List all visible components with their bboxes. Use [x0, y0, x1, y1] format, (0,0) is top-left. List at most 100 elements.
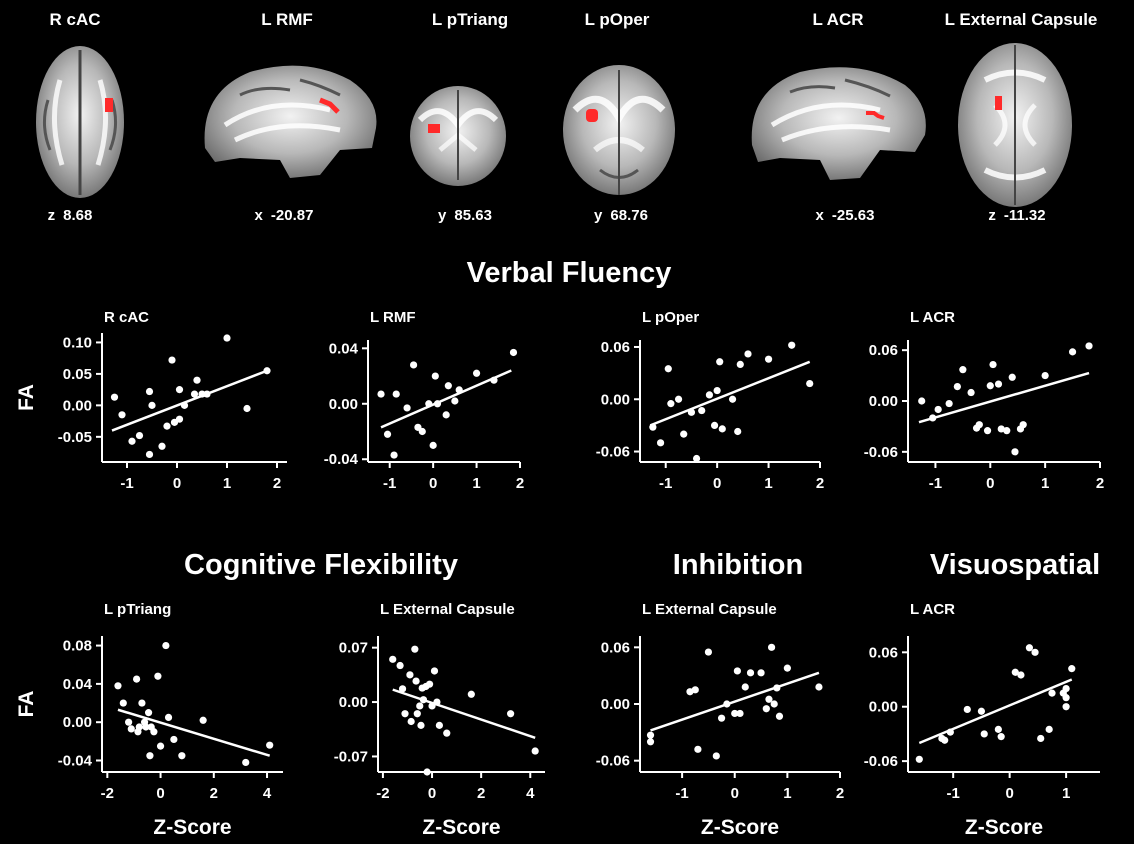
data-point: [687, 408, 696, 416]
y-axis-label: FA: [15, 691, 38, 718]
x-tick-label: 2: [516, 475, 524, 492]
data-point: [509, 348, 518, 357]
data-point: [507, 710, 515, 718]
brain-image-axial-l-external-capsule: [958, 43, 1072, 207]
data-point: [705, 391, 714, 399]
x-tick-label: 0: [986, 475, 994, 492]
data-point: [674, 395, 683, 403]
y-tick-label: 0.00: [869, 699, 898, 716]
data-point: [710, 421, 719, 429]
data-point: [767, 643, 776, 651]
data-point: [142, 723, 150, 731]
y-tick-label: -0.06: [864, 753, 898, 770]
brain-label: L pTriang: [432, 10, 508, 29]
data-point: [1011, 448, 1019, 456]
data-point: [425, 400, 433, 408]
data-point: [135, 723, 143, 731]
regression-line: [117, 708, 271, 757]
data-point: [128, 437, 136, 445]
data-point: [1025, 644, 1034, 652]
regression-line: [918, 371, 1090, 424]
data-point: [133, 675, 141, 683]
data-point: [731, 709, 739, 718]
data-point: [1031, 648, 1039, 656]
data-point: [406, 671, 414, 679]
data-point: [531, 747, 539, 755]
data-point: [444, 382, 452, 390]
data-point: [193, 376, 201, 384]
data-point: [692, 454, 701, 463]
regression-line: [649, 360, 811, 427]
x-tick-label: 2: [836, 785, 844, 802]
data-point: [994, 725, 1002, 733]
brain-label: L ACR: [813, 10, 864, 29]
x-tick-label: 1: [1062, 785, 1070, 802]
data-point: [646, 738, 655, 746]
data-point: [963, 705, 971, 714]
data-point: [146, 752, 154, 760]
data-point: [980, 730, 988, 738]
data-point: [1008, 373, 1016, 381]
data-point: [718, 425, 726, 433]
regression-line: [650, 671, 820, 732]
y-tick-label: 0.04: [329, 340, 359, 357]
y-tick-label: -0.06: [596, 753, 630, 770]
data-point: [263, 367, 271, 375]
data-point: [946, 728, 954, 736]
data-point: [223, 334, 231, 342]
x-tick-label: 2: [273, 475, 281, 492]
data-point: [656, 439, 665, 447]
data-point: [1003, 427, 1011, 435]
data-point: [649, 423, 657, 431]
data-point: [953, 382, 961, 391]
data-point: [490, 376, 498, 384]
x-tick-label: -1: [120, 475, 133, 492]
data-point: [162, 641, 170, 650]
x-axis-label: Z-Score: [153, 816, 231, 839]
y-axis-label: FA: [15, 384, 38, 411]
y-tick-label: 0.05: [63, 366, 92, 383]
data-point: [390, 451, 398, 459]
brain-image-axial-r-cac: [36, 46, 124, 198]
data-point: [975, 421, 983, 429]
y-tick-label: 0.06: [601, 639, 630, 656]
data-point: [989, 360, 997, 369]
y-tick-label: 0.00: [63, 714, 92, 731]
data-point: [178, 752, 186, 760]
y-tick-label: 0.00: [339, 694, 368, 711]
roi-marker: [428, 124, 440, 133]
x-tick-label: 0: [1005, 785, 1013, 802]
y-tick-label: -0.04: [324, 451, 359, 468]
data-point: [199, 716, 207, 724]
data-point: [1062, 684, 1070, 693]
brain-image-coronal-l-ptriang: [410, 86, 506, 186]
data-point: [156, 742, 165, 750]
data-point: [783, 664, 791, 672]
data-point: [929, 414, 937, 422]
x-tick-label: 2: [1096, 475, 1104, 492]
x-tick-label: 0: [429, 475, 437, 492]
plot-title: L External Capsule: [380, 601, 515, 618]
data-point: [383, 430, 392, 438]
y-tick-label: -0.05: [58, 429, 92, 446]
x-tick-label: 4: [526, 785, 535, 802]
regression-line: [392, 688, 536, 739]
data-point: [997, 733, 1005, 741]
regression-line: [111, 369, 268, 432]
regression-line: [918, 678, 1073, 745]
x-tick-label: 2: [210, 785, 218, 802]
data-point: [455, 386, 463, 394]
data-point: [1019, 421, 1027, 429]
y-tick-label: 0.00: [601, 391, 630, 408]
y-tick-label: 0.04: [63, 676, 93, 693]
data-point: [429, 441, 437, 449]
data-point: [377, 390, 385, 398]
data-point: [435, 721, 443, 729]
data-point: [413, 710, 421, 718]
data-point: [443, 729, 451, 737]
data-point: [158, 442, 166, 450]
